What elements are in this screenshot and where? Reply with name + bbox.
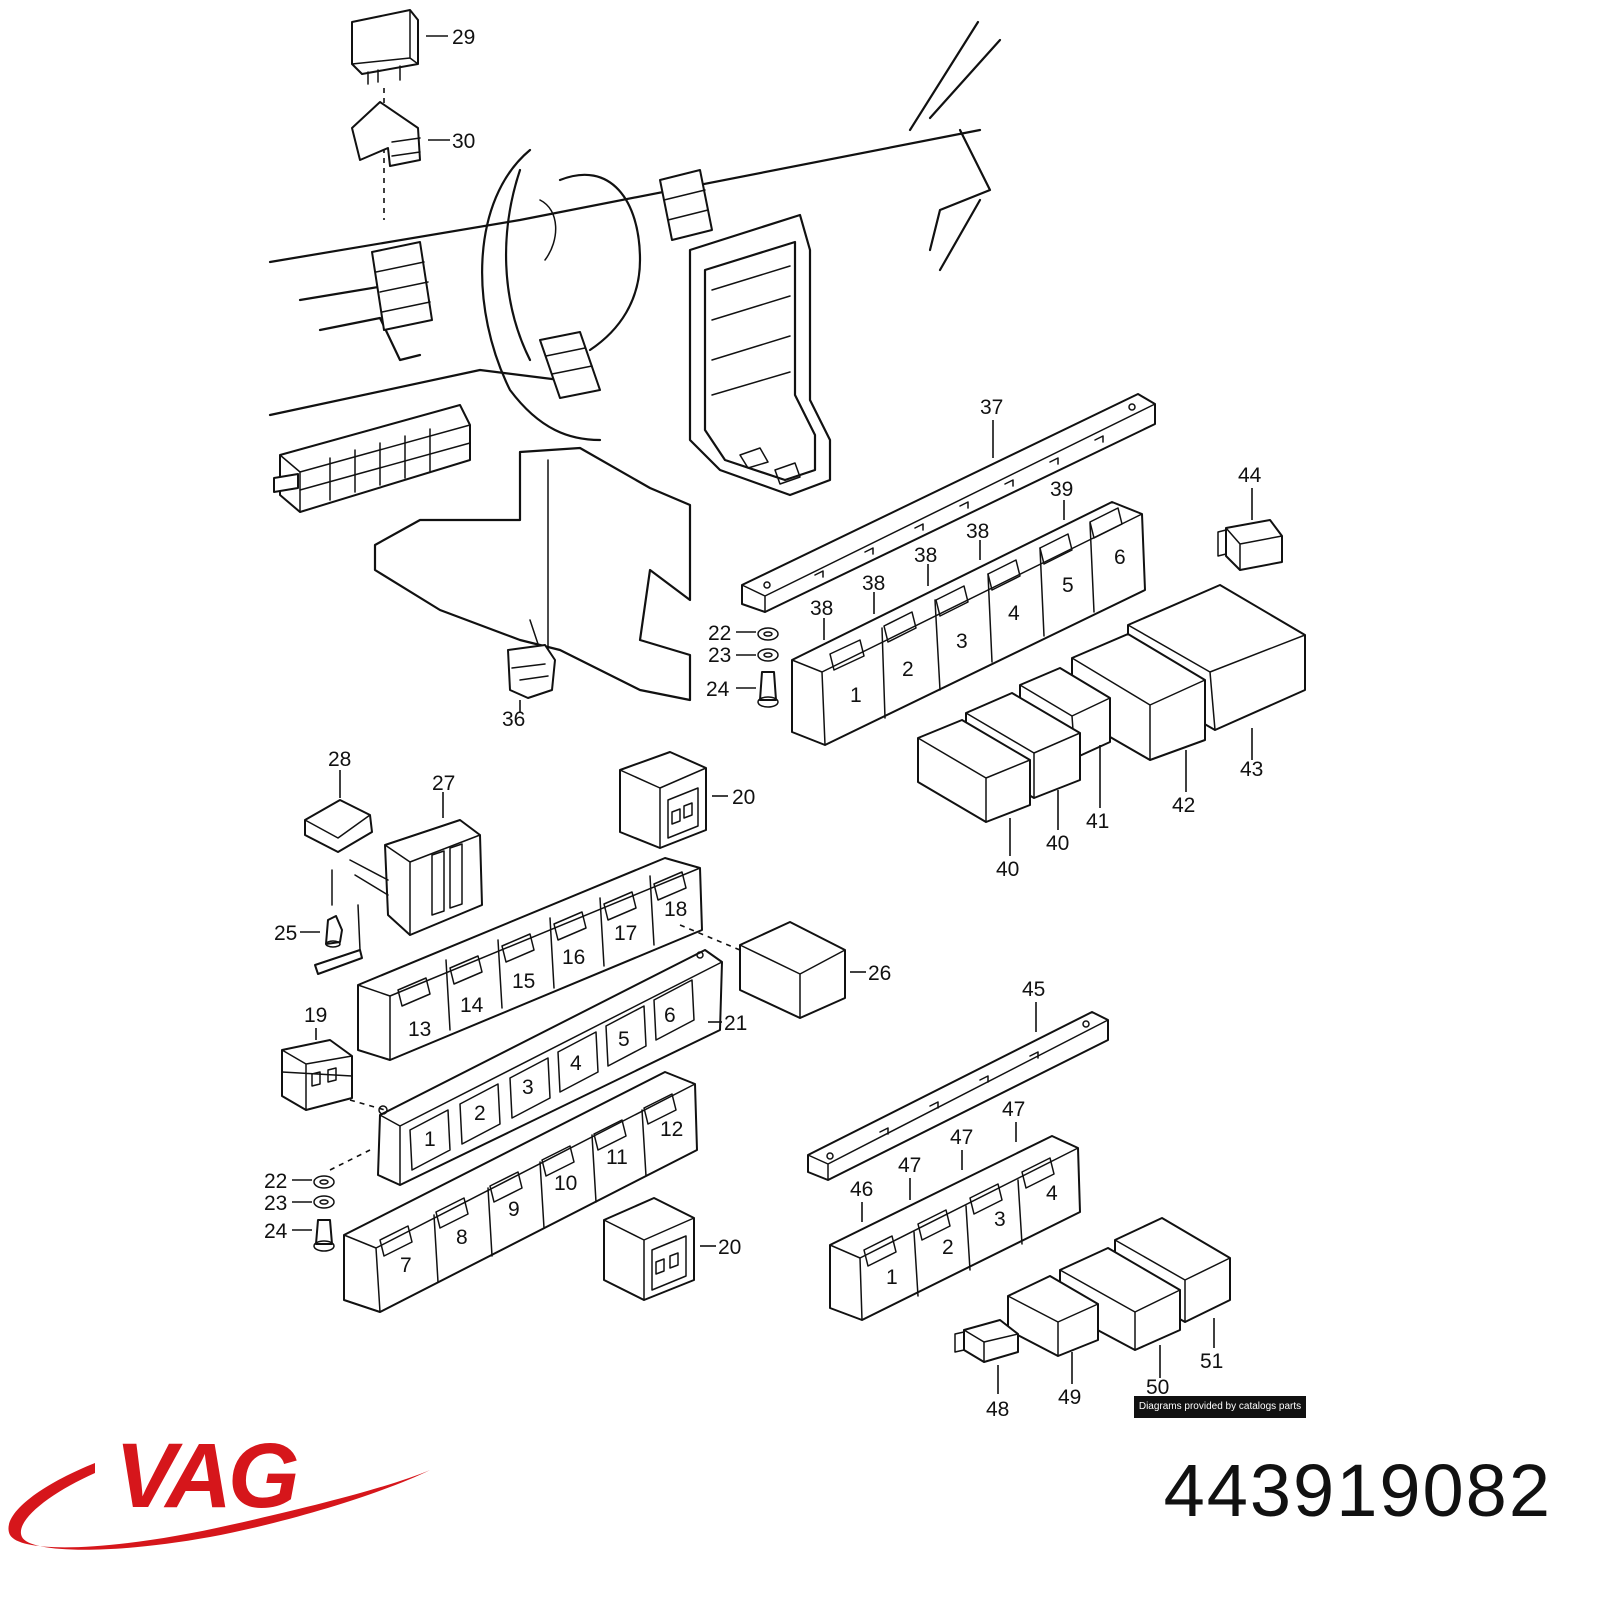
- callout-38: 38: [810, 597, 833, 620]
- callout-18: 18: [664, 898, 687, 921]
- callout-44: 44: [1238, 464, 1262, 487]
- slot-mid-4: 4: [570, 1052, 582, 1075]
- vag-logo: VAG: [8, 1425, 431, 1550]
- slot-11: 11: [606, 1146, 628, 1169]
- callout-27: 27: [432, 772, 455, 795]
- slot-8: 8: [456, 1226, 468, 1249]
- callout-40: 40: [996, 858, 1019, 881]
- slot-labels: 1 2 3 4 5 6 13 14 15 16 17 1 2 3 4 5 6 7…: [400, 546, 1126, 1289]
- callout-39: 39: [1050, 478, 1073, 501]
- callout-50: 50: [1146, 1376, 1169, 1399]
- callout-21: 21: [724, 1012, 747, 1035]
- slot-upper-2: 2: [902, 658, 914, 681]
- relay-plate-upper: [791, 501, 1146, 746]
- callout-20: 20: [718, 1236, 741, 1259]
- slot-14: 14: [460, 994, 484, 1017]
- callout-40: 40: [1046, 832, 1069, 855]
- callout-45: 45: [1022, 978, 1045, 1001]
- relay-plate-21: [377, 949, 723, 1186]
- callout-42: 42: [1172, 794, 1195, 817]
- callout-47: 47: [1002, 1098, 1025, 1121]
- slot-mid-3: 3: [522, 1076, 534, 1099]
- relay-plate-lower: [829, 1135, 1081, 1321]
- relay-row-top: [357, 857, 703, 1061]
- slot-mid-1: 1: [424, 1128, 436, 1151]
- cover-28: [304, 799, 373, 853]
- callout-47: 47: [950, 1126, 973, 1149]
- callout-47: 47: [898, 1154, 921, 1177]
- rail-37: [741, 393, 1156, 613]
- dashboard-outline: [268, 20, 1002, 702]
- relay-row-bottom: [343, 1071, 698, 1313]
- fuse-19: [281, 1039, 353, 1111]
- relay-socket-20-bottom: [603, 1197, 695, 1301]
- callout-41: 41: [1086, 810, 1109, 833]
- slot-9: 9: [508, 1198, 520, 1221]
- callout-36: 36: [502, 708, 525, 731]
- callout-22: 22: [264, 1170, 287, 1193]
- callout-labels: 29 30 37 44 39 38 38 38 38 38 22 23 24 3…: [264, 26, 1263, 1421]
- slot-upper-3: 3: [956, 630, 968, 653]
- slot-10: 10: [554, 1172, 577, 1195]
- slot-lower-2: 2: [942, 1236, 954, 1259]
- slot-mid-6: 6: [664, 1004, 676, 1027]
- slot-13: 13: [408, 1018, 431, 1041]
- relay-group-upper: [917, 584, 1306, 823]
- relay-group-lower: [954, 1217, 1231, 1363]
- fastener-set-lower: [313, 1175, 335, 1252]
- slot-lower-1: 1: [886, 1266, 898, 1289]
- callout-22: 22: [708, 622, 731, 645]
- callout-29: 29: [452, 26, 475, 49]
- slot-7: 7: [400, 1254, 412, 1277]
- slot-upper-1: 1: [850, 684, 862, 707]
- callout-23: 23: [264, 1192, 287, 1215]
- slot-17: 17: [614, 922, 637, 945]
- relay-29: [351, 9, 419, 85]
- slot-mid-5: 5: [618, 1028, 630, 1051]
- slot-lower-3: 3: [994, 1208, 1006, 1231]
- slot-upper-4: 4: [1008, 602, 1020, 625]
- clip-36: [507, 644, 556, 699]
- fastener-set-upper: [757, 627, 779, 708]
- slot-12: 12: [660, 1118, 683, 1141]
- callout-49: 49: [1058, 1386, 1081, 1409]
- callout-46: 46: [850, 1178, 873, 1201]
- callout-51: 51: [1200, 1350, 1223, 1373]
- callout-43: 43: [1240, 758, 1263, 781]
- callout-24: 24: [706, 678, 730, 701]
- slot-upper-6: 6: [1114, 546, 1126, 569]
- callout-48: 48: [986, 1398, 1009, 1421]
- relay-socket-20-top: [619, 751, 707, 849]
- slot-lower-4: 4: [1046, 1182, 1058, 1205]
- relay-44: [1217, 519, 1283, 571]
- logo-swoosh: [8, 1463, 431, 1550]
- callout-38: 38: [862, 572, 885, 595]
- callout-38: 38: [914, 544, 937, 567]
- callout-30: 30: [452, 130, 475, 153]
- callout-37: 37: [980, 396, 1003, 419]
- callout-19: 19: [304, 1004, 327, 1027]
- callout-28: 28: [328, 748, 351, 771]
- callout-20: 20: [732, 786, 755, 809]
- pin-25: [314, 869, 363, 975]
- callout-23: 23: [708, 644, 731, 667]
- slot-upper-5: 5: [1062, 574, 1074, 597]
- part-number: 443919082: [1163, 1449, 1552, 1532]
- relay-26: [739, 921, 846, 1019]
- rail-45: [807, 1011, 1109, 1181]
- callout-38: 38: [966, 520, 989, 543]
- slot-mid-2: 2: [474, 1102, 486, 1125]
- slot-16: 16: [562, 946, 585, 969]
- callout-24: 24: [264, 1220, 288, 1243]
- bracket-30: [351, 101, 421, 167]
- slot-15: 15: [512, 970, 535, 993]
- diagram-credit-badge: Diagrams provided by catalogs parts: [1134, 1396, 1306, 1418]
- callout-26: 26: [868, 962, 891, 985]
- socket-27: [349, 819, 483, 936]
- callout-25: 25: [274, 922, 297, 945]
- logo-wordmark: VAG: [115, 1425, 297, 1527]
